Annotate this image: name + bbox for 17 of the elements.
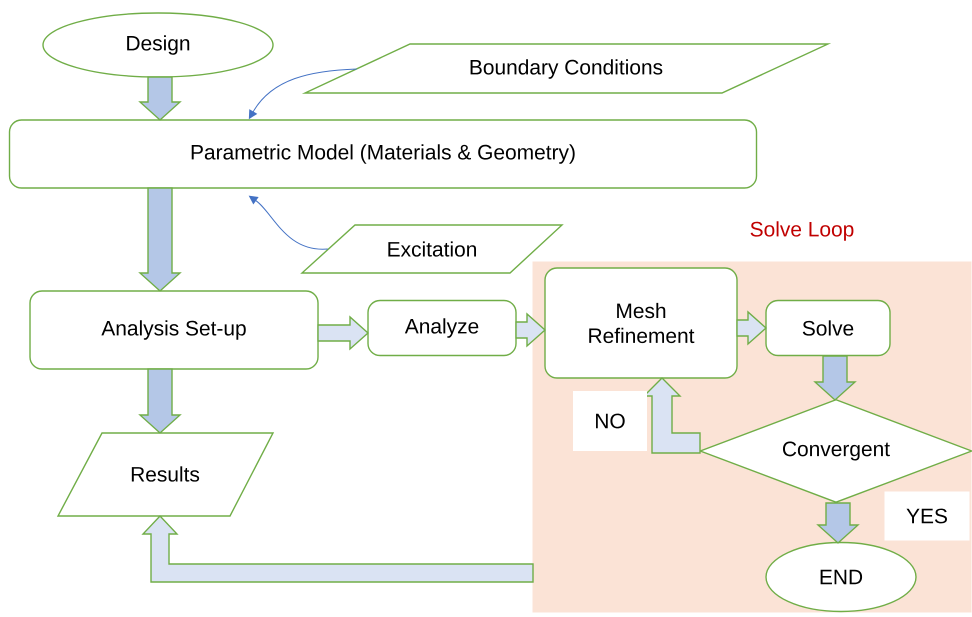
block-arrow [138,368,182,434]
process-box: Analysis Set-up [29,290,319,370]
edge-label: NO [573,391,647,451]
process-box: Mesh Refinement [544,267,738,379]
process-box: Analyze [367,300,517,356]
process-box: Parametric Model (Materials & Geometry) [8,119,758,189]
edge-label: YES [884,492,970,540]
block-arrow [816,502,860,544]
block-arrow [138,76,182,121]
block-arrow [736,310,768,346]
block-arrow [515,312,546,348]
block-arrow [141,514,534,583]
process-box: Solve [765,300,891,356]
block-arrow [138,187,182,292]
region-heading: Solve Loop [750,221,854,241]
block-arrow [317,315,370,351]
block-arrow [813,355,857,401]
